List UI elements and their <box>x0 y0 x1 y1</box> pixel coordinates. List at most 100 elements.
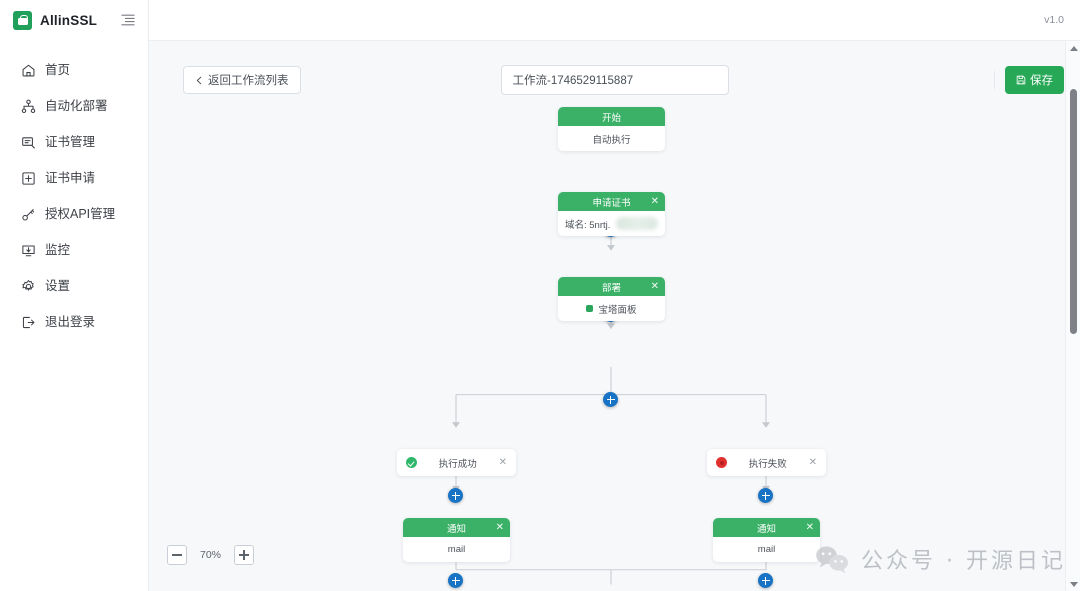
version-label: v1.0 <box>1044 14 1064 26</box>
scroll-up-arrow[interactable] <box>1066 41 1080 55</box>
save-button-label: 保存 <box>1030 75 1053 87</box>
add-node-button-after-deploy[interactable] <box>603 392 618 407</box>
node-start-body-text: 自动执行 <box>592 134 631 146</box>
node-deploy-title: 部署 <box>601 282 621 294</box>
zoom-out-button[interactable] <box>167 545 187 565</box>
monitor-icon <box>22 244 35 256</box>
plus-square-icon <box>22 171 35 185</box>
branch-node-fail[interactable]: 执行失败 ✕ <box>707 449 826 476</box>
flow-edges <box>452 210 770 585</box>
sidebar-item-label: 授权API管理 <box>45 206 116 221</box>
brand-header: AllinSSL <box>0 0 148 40</box>
add-node-button-fail-branch[interactable] <box>758 488 773 503</box>
logout-icon <box>22 316 35 328</box>
back-button-label: 返回工作流列表 <box>208 75 289 87</box>
close-icon[interactable]: ✕ <box>498 456 507 468</box>
node-deploy[interactable]: 部署 ✕ 宝塔面板 <box>558 277 665 321</box>
workflow-name-input[interactable] <box>500 65 729 95</box>
node-notify-fail[interactable]: 通知 ✕ mail <box>713 518 820 562</box>
node-apply-cert[interactable]: 申请证书 ✕ 域名: 5nrtj. <box>558 192 665 236</box>
menu-collapse-icon[interactable] <box>121 13 135 27</box>
scrollbar-thumb[interactable] <box>1070 89 1077 334</box>
node-notify-fail-title: 通知 <box>756 523 776 535</box>
node-deploy-body-text: 宝塔面板 <box>598 304 637 316</box>
toolbar-divider <box>994 71 995 89</box>
save-disk-icon <box>1016 75 1026 85</box>
lock-shield-icon <box>13 10 32 30</box>
sidebar-item-home[interactable]: 首页 <box>0 52 148 88</box>
node-apply-cert-domain: 域名: 5nrtj. <box>565 219 611 231</box>
workflow-toolbar: 返回工作流列表 保存 <box>149 55 1080 105</box>
node-notify-success-body-text: mail <box>447 544 466 555</box>
main-area: v1.0 返回工作流列表 <box>149 0 1080 591</box>
sidebar-item-label: 证书申请 <box>45 170 96 185</box>
node-start-header: 开始 <box>558 107 665 126</box>
node-notify-success-body: mail <box>403 537 510 562</box>
branch-success-label: 执行成功 <box>438 458 477 470</box>
node-apply-cert-title: 申请证书 <box>592 197 631 209</box>
brand-name: AllinSSL <box>40 12 98 28</box>
error-circle-icon <box>716 457 727 468</box>
workflow-canvas[interactable]: 开始 自动执行 申请证书 ✕ <box>149 105 1080 591</box>
sidebar-item-auto-deploy[interactable]: 自动化部署 <box>0 88 148 124</box>
node-notify-success-title: 通知 <box>446 523 466 535</box>
masked-domain-value <box>616 217 658 230</box>
node-apply-cert-body: 域名: 5nrtj. <box>558 211 665 236</box>
branch-node-success[interactable]: 执行成功 ✕ <box>397 449 516 476</box>
workflow-flow: 开始 自动执行 申请证书 ✕ <box>149 105 1080 591</box>
node-start-body: 自动执行 <box>558 126 665 151</box>
sidebar-item-api-auth[interactable]: 授权API管理 <box>0 196 148 232</box>
sidebar-item-logout[interactable]: 退出登录 <box>0 304 148 340</box>
sidebar-nav: 首页 自动化部署 证书管理 <box>0 40 148 340</box>
save-button[interactable]: 保存 <box>1005 66 1064 94</box>
close-icon[interactable]: ✕ <box>495 521 504 533</box>
close-icon[interactable]: ✕ <box>808 456 817 468</box>
chevron-down-icon <box>1069 581 1078 587</box>
zoom-controls: 70% <box>167 545 255 565</box>
top-bar: v1.0 <box>149 0 1080 40</box>
sidebar-item-label: 首页 <box>45 62 71 77</box>
key-icon <box>22 208 35 220</box>
zoom-in-button[interactable] <box>234 545 255 565</box>
node-notify-success-header: 通知 ✕ <box>403 518 510 537</box>
sidebar-item-label: 监控 <box>45 242 71 257</box>
branch-fail-label: 执行失败 <box>748 458 787 470</box>
sidebar-item-label: 自动化部署 <box>45 98 108 113</box>
node-notify-fail-body: mail <box>713 537 820 562</box>
certificate-manage-icon <box>22 136 35 148</box>
sidebar-item-monitor[interactable]: 监控 <box>0 232 148 268</box>
sidebar-item-label: 退出登录 <box>45 314 96 329</box>
sidebar-item-settings[interactable]: 设置 <box>0 268 148 304</box>
arrow-left-icon <box>196 76 202 84</box>
scroll-down-arrow[interactable] <box>1066 577 1080 591</box>
check-circle-icon <box>406 457 417 468</box>
node-apply-cert-header: 申请证书 ✕ <box>558 192 665 211</box>
node-deploy-header: 部署 ✕ <box>558 277 665 296</box>
vertical-scrollbar[interactable] <box>1065 41 1080 591</box>
sidebar-item-cert-apply[interactable]: 证书申请 <box>0 160 148 196</box>
close-icon[interactable]: ✕ <box>650 195 659 207</box>
sidebar-item-label: 证书管理 <box>45 134 96 149</box>
node-notify-fail-body-text: mail <box>757 544 776 555</box>
sidebar-item-label: 设置 <box>45 278 71 293</box>
zoom-level-label: 70% <box>200 549 222 561</box>
node-notify-fail-header: 通知 ✕ <box>713 518 820 537</box>
node-start-title: 开始 <box>601 112 621 124</box>
add-node-button-after-notify-success[interactable] <box>448 573 463 588</box>
node-deploy-body: 宝塔面板 <box>558 296 665 321</box>
sidebar-item-cert-manage[interactable]: 证书管理 <box>0 124 148 160</box>
sidebar: AllinSSL 首页 自动化部署 <box>0 0 149 591</box>
back-to-workflow-list-button[interactable]: 返回工作流列表 <box>183 66 301 94</box>
sitemap-icon <box>21 99 36 113</box>
workflow-page: 返回工作流列表 保存 <box>149 40 1080 591</box>
node-notify-success[interactable]: 通知 ✕ mail <box>403 518 510 562</box>
gear-icon <box>22 279 34 291</box>
toolbar-right-group: 保存 <box>994 66 1064 94</box>
close-icon[interactable]: ✕ <box>805 521 814 533</box>
add-node-button-success-branch[interactable] <box>448 488 463 503</box>
node-start[interactable]: 开始 自动执行 <box>558 107 665 151</box>
bt-panel-icon <box>586 305 594 312</box>
add-node-button-after-notify-fail[interactable] <box>758 573 773 588</box>
close-icon[interactable]: ✕ <box>650 280 659 292</box>
